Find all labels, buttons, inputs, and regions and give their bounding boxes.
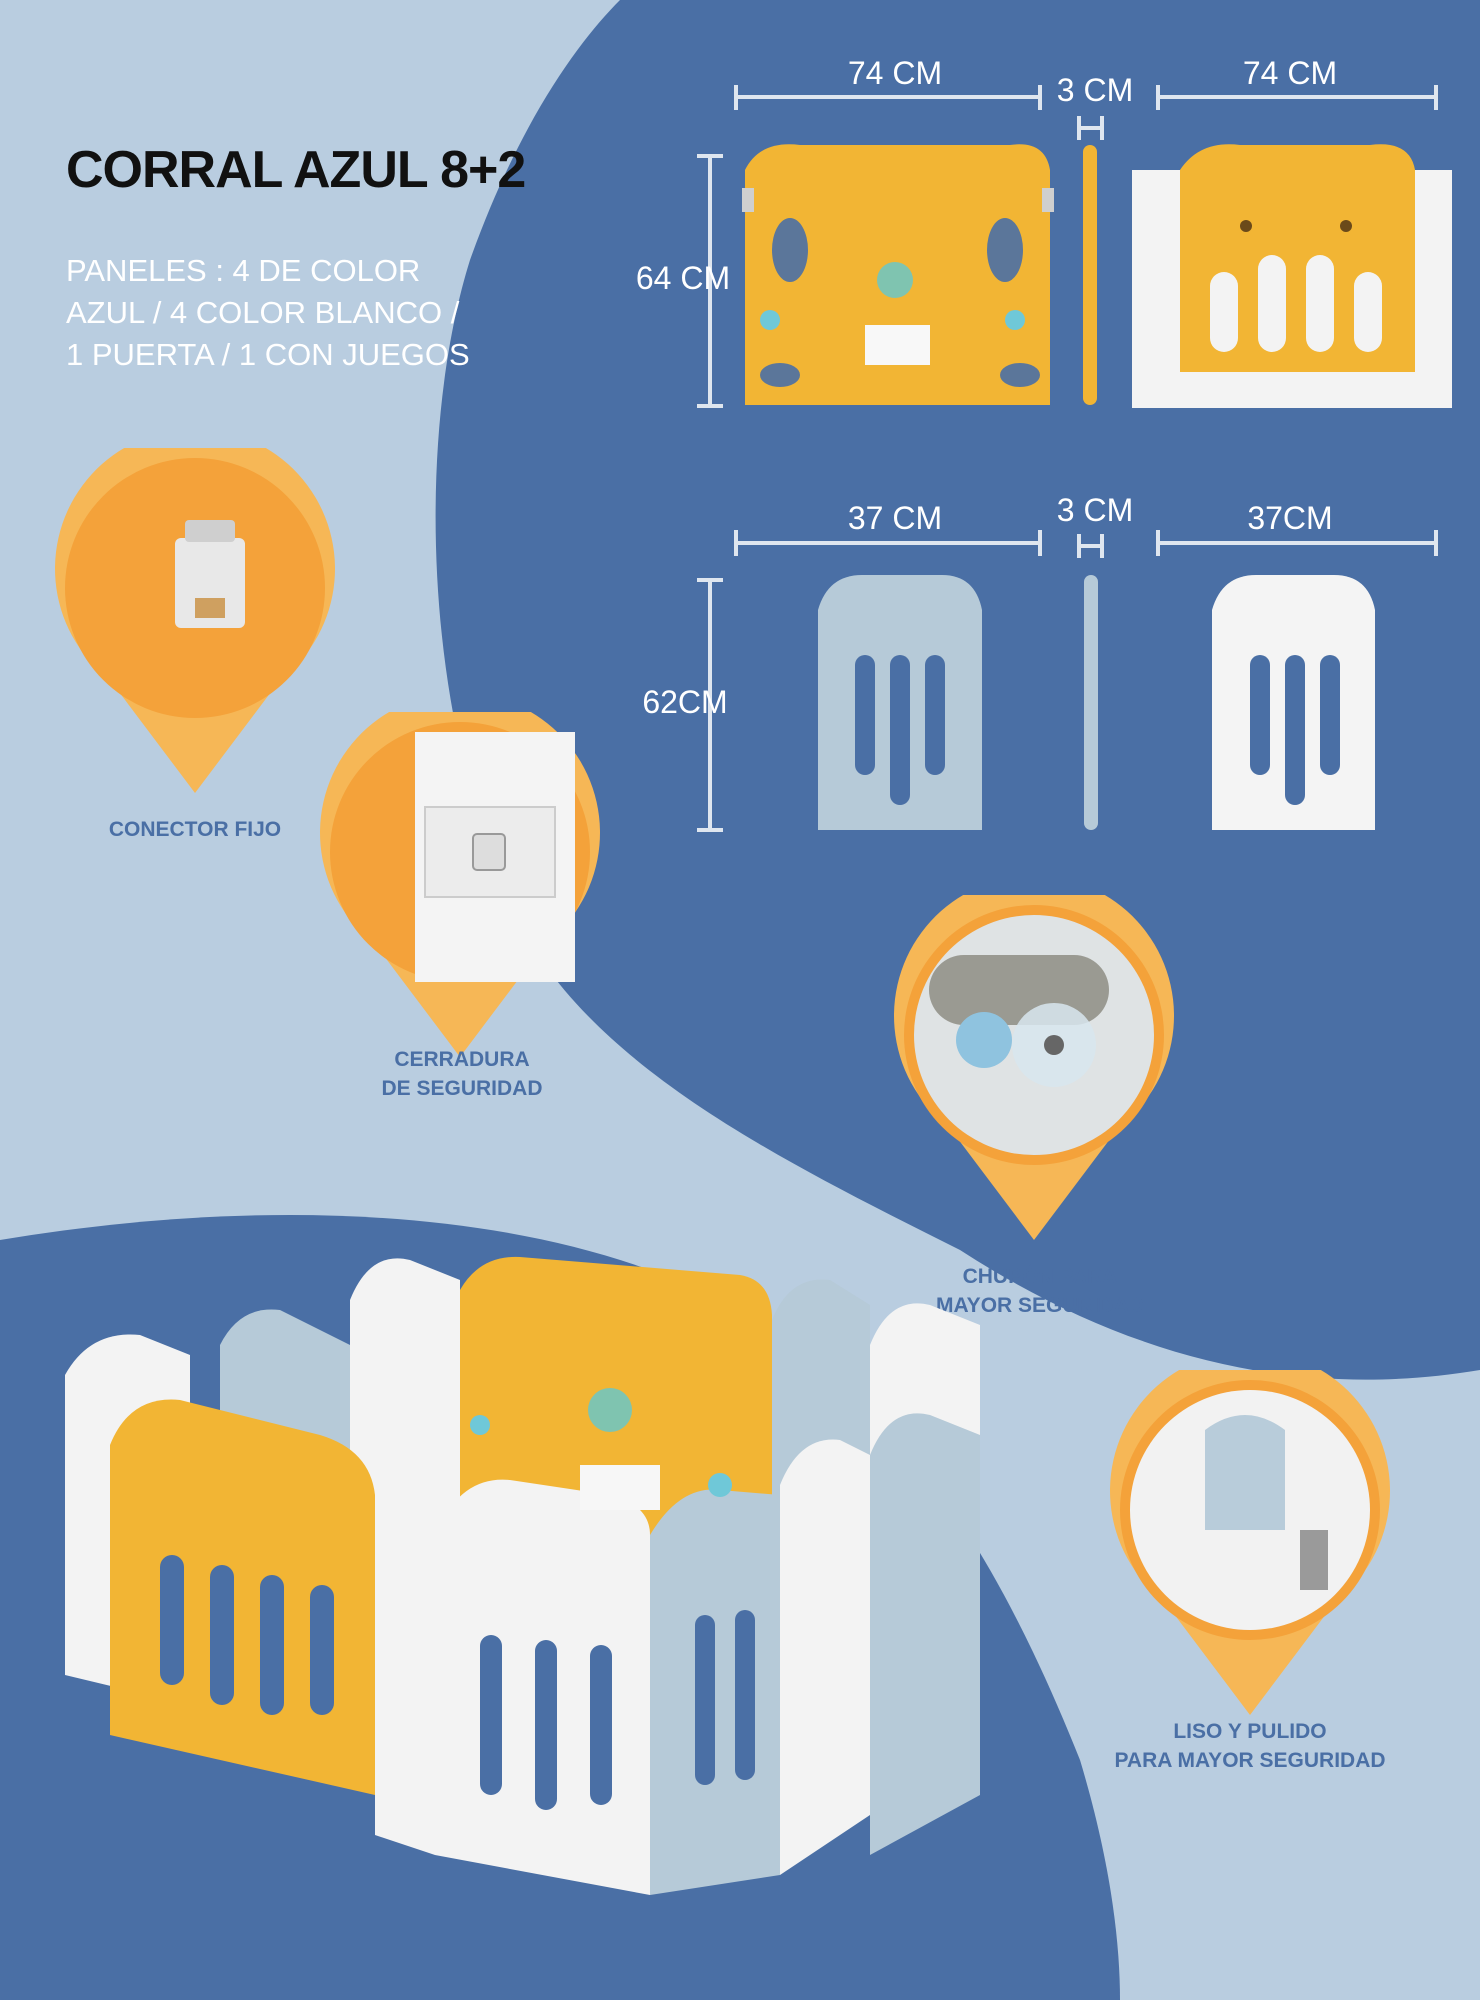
panels-line-1: PANELES : 4 DE COLOR [66, 253, 421, 288]
playpen-illustration [65, 1256, 980, 1895]
panels-description: PANELES : 4 DE COLOR AZUL / 4 COLOR BLAN… [66, 250, 526, 376]
panels-line-2: AZUL / 4 COLOR BLANCO / [66, 295, 460, 330]
white-small-panel [1212, 575, 1375, 830]
lock-caption: CERRADURA DE SEGURIDAD [332, 1045, 592, 1103]
suction-pin [889, 895, 1179, 1240]
top-height-label: 64 CM [635, 260, 731, 296]
smooth-pin [1105, 1370, 1395, 1715]
smooth-caption-line-1: LISO Y PULIDO [1173, 1720, 1327, 1743]
bottom-width-left-label: 37 CM [847, 500, 943, 536]
smooth-caption-line-2: PARA MAYOR SEGURIDAD [1114, 1749, 1386, 1772]
top-width-right-label: 74 CM [1242, 55, 1338, 91]
bottom-gap-label: 3 CM [1056, 492, 1134, 528]
bottom-width-right-label: 37CM [1247, 500, 1333, 536]
smooth-caption: LISO Y PULIDO PARA MAYOR SEGURIDAD [1070, 1717, 1430, 1775]
white-door-panel [1132, 144, 1452, 408]
lock-caption-line-1: CERRADURA [394, 1048, 530, 1071]
blue-small-panel [818, 575, 982, 830]
suction-caption-line-1: CHUPÓN PARA [962, 1265, 1118, 1288]
lock-pin [315, 712, 605, 1057]
panel-illustrations [742, 144, 1452, 830]
bottom-height-label: 62CM [642, 684, 728, 720]
top-width-left-label: 74 CM [847, 55, 943, 91]
panels-line-3: 1 PUERTA / 1 CON JUEGOS [66, 337, 470, 372]
yellow-activity-panel [742, 144, 1054, 405]
suction-caption: CHUPÓN PARA MAYOR SEGURIDAD [900, 1262, 1180, 1320]
page-title: CORRAL AZUL 8+2 [66, 141, 526, 199]
connector-pin [50, 448, 340, 793]
lock-caption-line-2: DE SEGURIDAD [381, 1077, 543, 1100]
dimension-lines [697, 85, 1438, 832]
connector-caption: CONECTOR FIJO [108, 818, 282, 841]
top-gap-label: 3 CM [1056, 72, 1134, 108]
suction-caption-line-2: MAYOR SEGURIDAD [935, 1294, 1145, 1317]
